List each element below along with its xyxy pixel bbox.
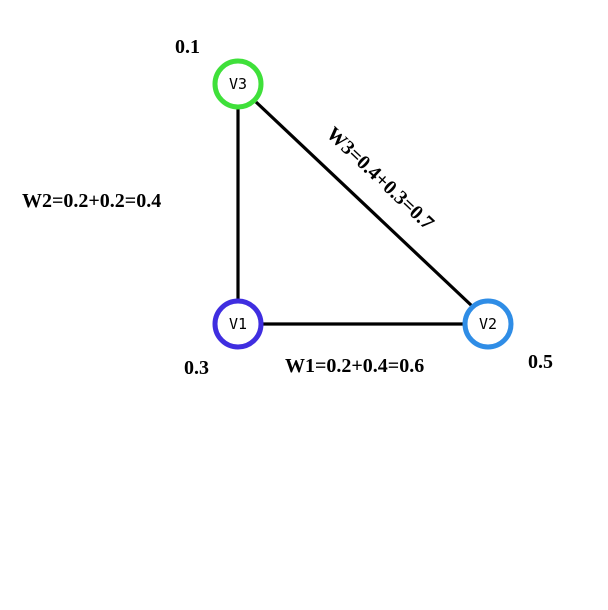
- edge-v3-v2: [254, 100, 474, 308]
- node-v3-label: V3: [229, 75, 247, 93]
- node-v1-weight: 0.3: [184, 357, 209, 379]
- node-v1-circle: [212, 298, 264, 350]
- node-v2: V2: [462, 298, 514, 350]
- node-v3-circle: [212, 58, 264, 110]
- edge-w2-label: W2=0.2+0.2=0.4: [22, 190, 161, 212]
- node-v1: V1: [212, 298, 264, 350]
- node-v1-label: V1: [229, 315, 247, 333]
- node-v2-label: V2: [479, 315, 497, 333]
- node-v3-weight: 0.1: [175, 36, 200, 58]
- node-v2-weight: 0.5: [528, 351, 553, 373]
- node-v2-circle: [462, 298, 514, 350]
- edge-w1-label: W1=0.2+0.4=0.6: [285, 355, 424, 377]
- node-v3: V3: [212, 58, 264, 110]
